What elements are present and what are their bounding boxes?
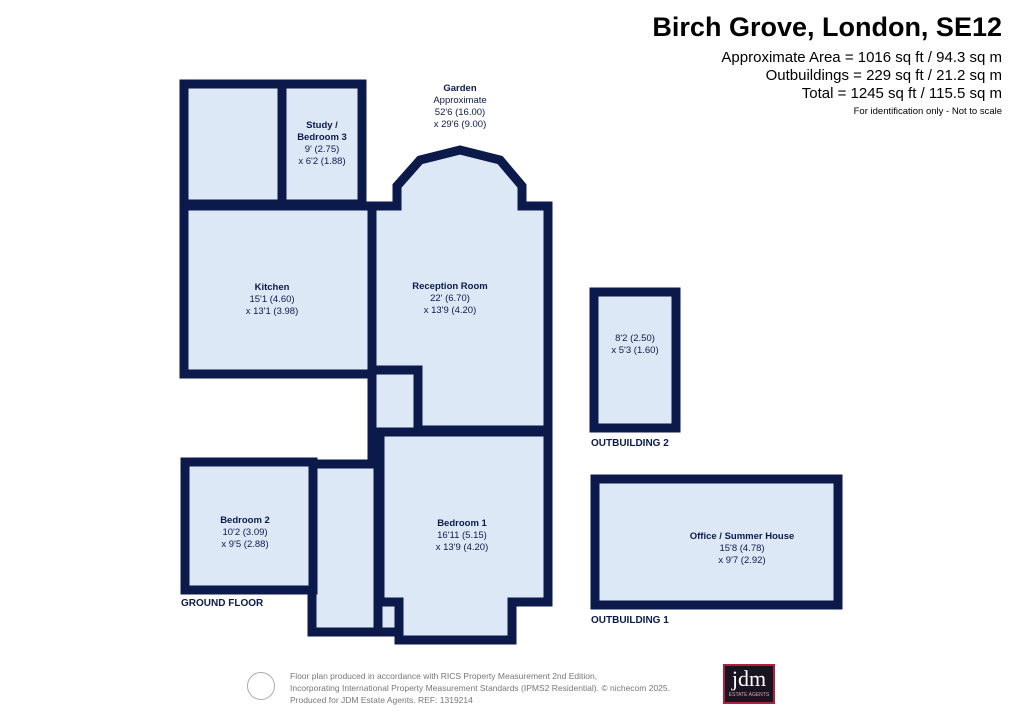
garden-label: Garden [443,83,476,94]
logo-subtext: ESTATE AGENTS [728,692,770,698]
bedroom-2-dim1: 10'2 (3.09) [222,527,267,538]
kitchen-dim1: 15'1 (4.60) [249,294,294,305]
footer-line-2: Incorporating International Property Mea… [290,683,670,693]
kitchen-label: Kitchen [255,282,290,293]
logo-text: jdm [731,666,767,691]
jdm-logo: jdm ESTATE AGENTS [723,664,775,704]
bedroom-2-dim2: x 9'5 (2.88) [221,539,268,550]
lower-hall [307,459,383,637]
study-label: Study / [306,120,338,131]
study-dim2: x 6'2 (1.88) [298,156,345,167]
garden-dim2: x 29'6 (9.00) [434,119,487,130]
bedroom-1-label: Bedroom 1 [437,518,487,529]
reception-dim1: 22' (6.70) [430,293,470,304]
scale-note: For identification only - Not to scale [853,106,1002,117]
total-area: Total = 1245 sq ft / 115.5 sq m [801,85,1002,102]
office-dim1: 15'8 (4.78) [719,543,764,554]
study-dim1: 9' (2.75) [305,144,340,155]
reception-label: Reception Room [412,281,487,292]
footer-line-1: Floor plan produced in accordance with R… [290,671,598,681]
kitchen-dim2: x 13'1 (3.98) [246,306,299,317]
person-icon [247,672,275,700]
bedroom-2-room [180,457,318,595]
office-dim2: x 9'7 (2.92) [718,555,765,566]
footer-text: Floor plan produced in accordance with R… [290,670,670,706]
property-title: Birch Grove, London, SE12 [652,12,1002,42]
outbuilding-2-dim1: 8'2 (2.50) [615,333,655,344]
office-label: Office / Summer House [690,531,795,542]
bathroom [179,79,287,209]
outbuildings-area: Outbuildings = 229 sq ft / 21.2 sq m [765,67,1002,84]
study-label-2: Bedroom 3 [297,132,347,143]
bedroom-1-dim2: x 13'9 (4.20) [436,542,489,553]
reception-dim2: x 13'9 (4.20) [424,305,477,316]
bedroom-2-label: Bedroom 2 [220,515,270,526]
outbuilding-2-dim2: x 5'3 (1.60) [611,345,658,356]
outbuilding-1 [590,474,843,610]
bedroom-1-dim1: 16'11 (5.15) [437,530,487,541]
outbuilding-2-label: OUTBUILDING 2 [591,438,669,449]
ground-floor-label: GROUND FLOOR [181,598,264,609]
garden-dim1: 52'6 (16.00) [435,107,485,118]
footer-line-3: Produced for JDM Estate Agents. REF: 131… [290,695,473,705]
bedroom-1-room [375,427,553,645]
outbuilding-2 [589,287,681,433]
garden-note: Approximate [433,95,486,106]
approximate-area: Approximate Area = 1016 sq ft / 94.3 sq … [721,49,1002,66]
kitchen-room [179,201,377,379]
outbuilding-1-label: OUTBUILDING 1 [591,615,669,626]
